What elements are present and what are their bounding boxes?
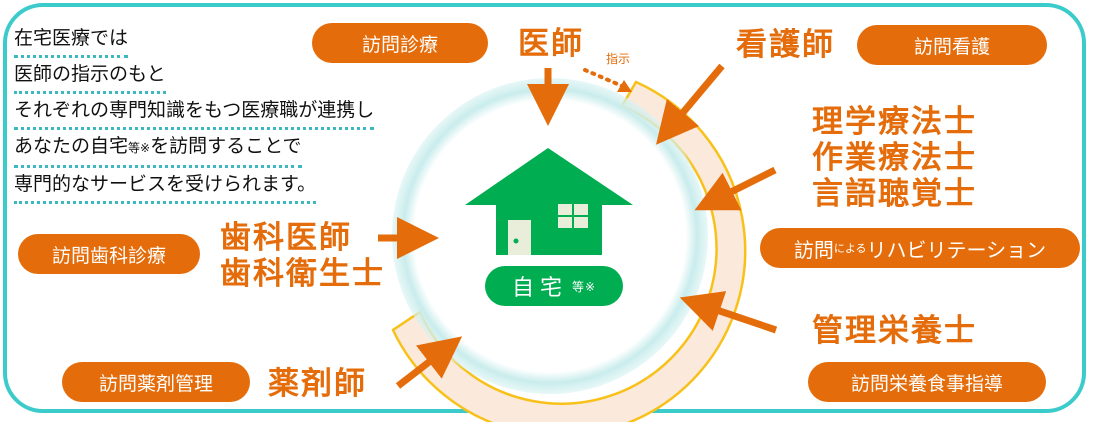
intro-line: あなたの自宅等※を訪問することで <box>14 130 302 168</box>
intro-note: 等※ <box>128 141 151 155</box>
rehab-a: 訪問 <box>793 237 834 262</box>
intro-text-c: を訪問することで <box>150 135 302 157</box>
service-home-rehab: 訪問によるリハビリテーション <box>760 228 1080 268</box>
intro-line: それぞれの専門知識をもつ医療職が連携し <box>14 94 375 130</box>
role-hygienist: 歯科衛生士 <box>220 256 385 292</box>
role-pharmacist: 薬剤師 <box>268 366 367 402</box>
role-pt: 理学療法士 <box>812 104 977 140</box>
arrow-rehab <box>694 166 777 211</box>
arrow-instruction <box>583 68 624 88</box>
service-nutrition: 訪問栄養食事指導 <box>808 362 1046 402</box>
arrow-dietitian <box>679 291 778 334</box>
intro-line: 専門的なサービスを受けられます。 <box>14 168 317 204</box>
intro-text-a: あなたの自宅 <box>14 135 129 157</box>
home-text: 自宅 <box>511 276 568 301</box>
role-dentist: 歯科医師 <box>220 220 352 256</box>
role-dietitian: 管理栄養士 <box>812 313 977 349</box>
instruction-label: 指示 <box>606 52 631 66</box>
service-pharmacy: 訪問薬剤管理 <box>62 362 250 402</box>
home-label: 自宅等※ <box>485 266 623 306</box>
role-st: 言語聴覚士 <box>812 176 977 212</box>
intro-line: 医師の指示のもと <box>14 58 166 94</box>
role-nurse: 看護師 <box>736 27 835 63</box>
arrow-pharmacist <box>395 336 463 389</box>
rehab-b: による <box>833 242 867 255</box>
collaboration-arc <box>391 80 747 422</box>
role-ot: 作業療法士 <box>812 140 977 176</box>
intro-text: 在宅医療では 医師の指示のもと それぞれの専門知識をもつ医療職が連携し あなたの… <box>14 22 375 204</box>
service-dental: 訪問歯科診療 <box>18 234 200 274</box>
service-home-visit-medical: 訪問診療 <box>312 23 488 63</box>
service-home-nursing: 訪問看護 <box>857 25 1047 65</box>
house-icon <box>465 148 633 255</box>
home-note: 等※ <box>571 279 597 294</box>
role-doctor: 医師 <box>518 26 584 62</box>
rehab-c: リハビリテーション <box>866 237 1047 262</box>
intro-line: 在宅医療では <box>14 22 129 58</box>
arrow-nurse <box>656 63 725 145</box>
